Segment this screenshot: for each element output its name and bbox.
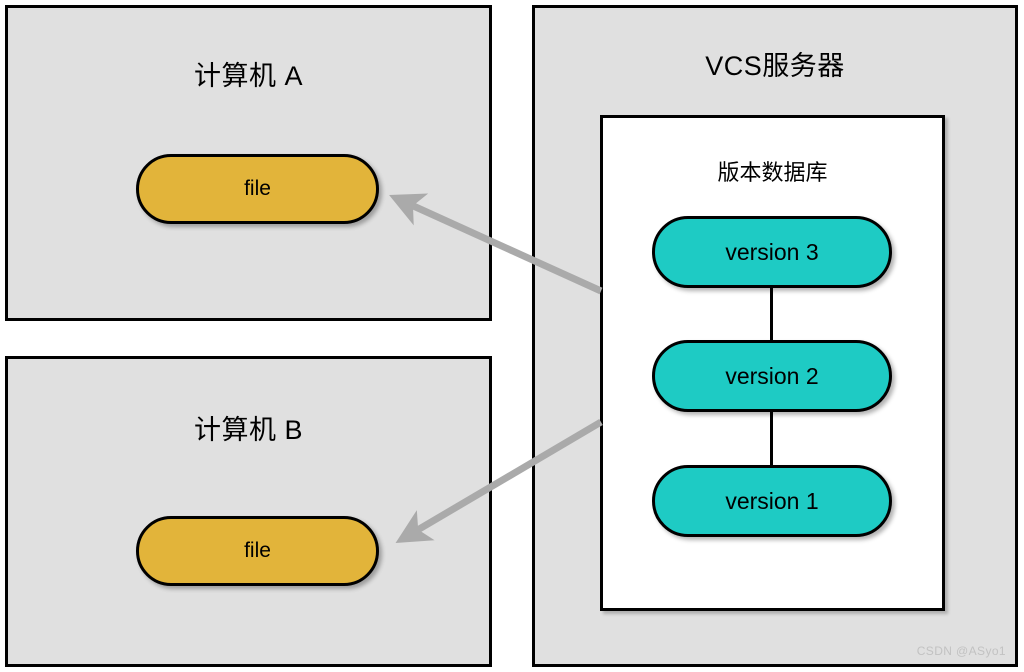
panel-computer-a-title: 计算机 A bbox=[193, 61, 303, 91]
node-file-computer-b[interactable]: file bbox=[136, 516, 379, 586]
node-file-computer-a-label: file bbox=[244, 177, 271, 200]
node-file-computer-a[interactable]: file bbox=[136, 154, 379, 224]
panel-vcs-server-title: VCS服务器 bbox=[705, 51, 845, 81]
connector-version3-version2 bbox=[770, 288, 773, 342]
panel-computer-b-title: 计算机 B bbox=[193, 415, 303, 445]
version-database-title: 版本数据库 bbox=[717, 160, 828, 185]
watermark: CSDN @ASyo1 bbox=[916, 644, 1006, 658]
node-version-1[interactable]: version 1 bbox=[652, 465, 892, 537]
node-version-3[interactable]: version 3 bbox=[652, 216, 892, 288]
node-version-1-label: version 1 bbox=[725, 487, 819, 514]
connector-version2-version1 bbox=[770, 412, 773, 467]
panel-computer-b: 计算机 B bbox=[5, 356, 492, 667]
node-version-2-label: version 2 bbox=[725, 362, 819, 389]
node-file-computer-b-label: file bbox=[244, 539, 271, 562]
node-version-2[interactable]: version 2 bbox=[652, 340, 892, 412]
node-version-3-label: version 3 bbox=[725, 238, 819, 265]
